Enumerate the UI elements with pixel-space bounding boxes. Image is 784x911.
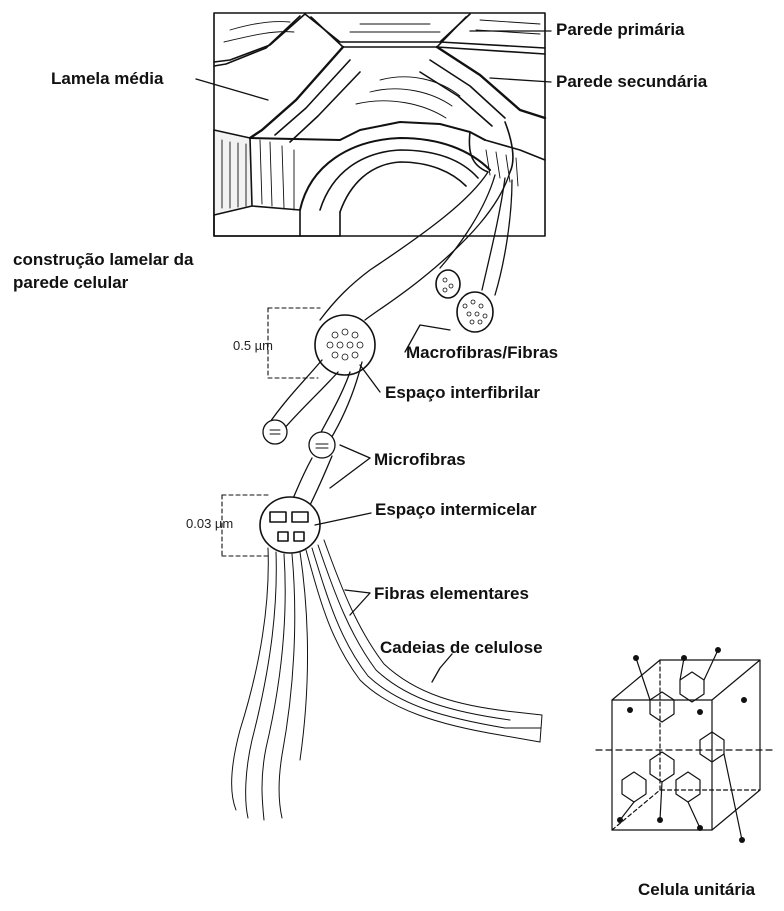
label-lamela-media: Lamela média bbox=[51, 69, 163, 89]
label-fibras-elementares: Fibras elementares bbox=[374, 584, 529, 604]
label-espaco-interfibrilar: Espaço interfibrilar bbox=[385, 383, 540, 403]
scale-label-macrofibra: 0.5 µm bbox=[233, 338, 273, 353]
label-microfibras: Microfibras bbox=[374, 450, 466, 470]
microfibril-section bbox=[260, 497, 320, 553]
elementary-fibrils bbox=[232, 540, 542, 820]
label-construcao-lamelar-2: parede celular bbox=[13, 273, 128, 293]
unit-cell-lattice bbox=[596, 647, 775, 843]
label-parede-secundaria: Parede secundária bbox=[556, 72, 707, 92]
scale-label-microfibra: 0.03 µm bbox=[186, 516, 233, 531]
microfibril-branches bbox=[263, 360, 362, 505]
label-cadeias-celulose: Cadeias de celulose bbox=[380, 638, 543, 658]
label-espaco-intermicelar: Espaço intermicelar bbox=[375, 500, 537, 520]
label-construcao-lamelar-1: construção lamelar da bbox=[13, 250, 193, 270]
label-macrofibras: Macrofibras/Fibras bbox=[406, 343, 558, 363]
label-parede-primaria: Parede primária bbox=[556, 20, 685, 40]
label-celula-unitaria: Celula unitária bbox=[638, 880, 755, 900]
